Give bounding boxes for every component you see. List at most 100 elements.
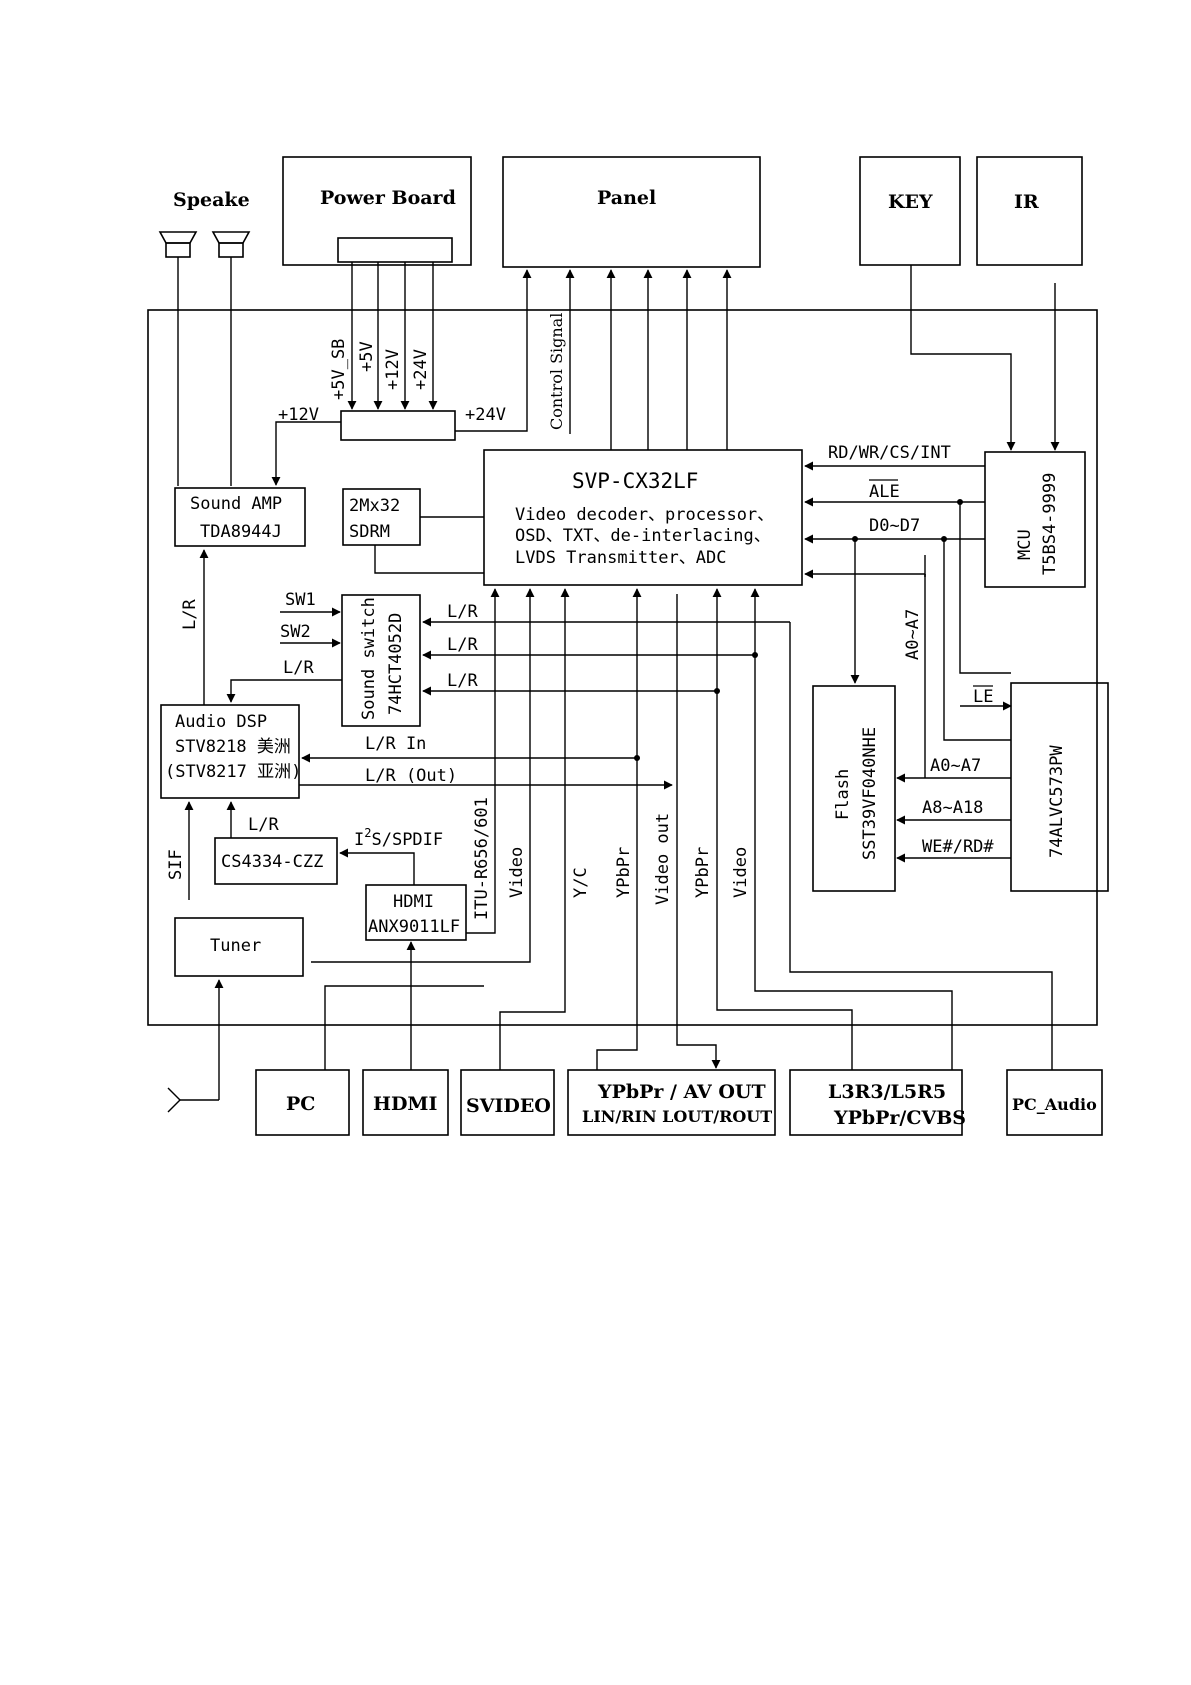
- connector-pc: PC: [255, 1069, 350, 1136]
- a0-a7-vertical-label: A0~A7: [903, 609, 923, 660]
- cs4334-label: CS4334-CZZ: [221, 852, 323, 872]
- connector-l3r3-line1: L3R3/L5R5: [828, 1081, 946, 1103]
- sw1-label: SW1: [285, 590, 316, 610]
- svp-title: SVP-CX32LF: [572, 469, 698, 493]
- flash: Flash SST39VF040NHE: [812, 685, 896, 892]
- ypbpr-1-label: YPbPr: [614, 847, 634, 898]
- we-rd-label: WE#/RD#: [922, 837, 994, 857]
- svp-line1: Video decoder、processor、: [515, 505, 774, 525]
- svp-line3: LVDS Transmitter、ADC: [515, 548, 726, 568]
- connector-hdmi: HDMI: [362, 1069, 449, 1136]
- speaker-group: Speake: [158, 189, 251, 258]
- video-2-label: Video: [731, 847, 751, 898]
- hdmi-chip: HDMI ANX9011LF: [365, 884, 467, 941]
- hdmi-chip-line2: ANX9011LF: [368, 917, 460, 937]
- sdram-line1: 2Mx32: [349, 496, 400, 516]
- sdram: 2Mx32 SDRM: [342, 488, 421, 546]
- power-wires: [271, 262, 532, 486]
- video-out-label: Video out: [653, 813, 673, 905]
- v24-right-label: +24V: [465, 405, 506, 425]
- connector-ypbpr-av-line2: LIN/RIN LOUT/ROUT: [582, 1107, 772, 1126]
- lr-to-dsp-label: L/R: [283, 658, 314, 678]
- v5-label: +5V: [357, 341, 377, 372]
- sound-amp-line2: TDA8944J: [200, 522, 282, 542]
- lr-cs-label: L/R: [248, 815, 279, 835]
- lr-amp-label: L/R: [180, 599, 200, 630]
- tuner: Tuner: [174, 917, 304, 977]
- latch-label: 74ALVC573PW: [1047, 745, 1067, 858]
- lr-in-label: L/R In: [365, 734, 426, 754]
- i2s-label: I2S/SPDIF: [354, 826, 443, 850]
- mcu-line2: T5BS4-9999: [1040, 473, 1060, 575]
- yc-label: Y/C: [571, 867, 591, 898]
- speaker-label: Speake: [173, 189, 250, 211]
- mcu-line1: MCU: [1015, 529, 1035, 560]
- mcu-svp-bus: [804, 461, 985, 579]
- panel-label: Panel: [597, 187, 656, 209]
- lr-switch-3-label: L/R: [447, 671, 478, 691]
- antenna-icon: [167, 979, 224, 1113]
- connector-l3r3-line2: YPbPr/CVBS: [833, 1107, 966, 1129]
- video-1-label: Video: [507, 847, 527, 898]
- svp-line2: OSD、TXT、de-interlacing、: [515, 526, 771, 546]
- sound-amp-line1: Sound AMP: [190, 494, 282, 514]
- rd-wr-label: RD/WR/CS/INT: [828, 443, 951, 463]
- power-board-label: Power Board: [320, 187, 456, 209]
- audio-dsp-line2: STV8218 美洲: [175, 737, 291, 757]
- connector-hdmi-label: HDMI: [373, 1093, 437, 1115]
- lr-out-label: L/R (Out): [365, 766, 457, 786]
- sound-switch: Sound switch 74HCT4052D: [341, 594, 421, 727]
- speaker-right-icon: [211, 231, 251, 258]
- mcu: MCU T5BS4-9999: [984, 451, 1086, 588]
- sif-label: SIF: [166, 849, 186, 880]
- svp-panel-links: [565, 269, 732, 450]
- audio-dsp: Audio DSP STV8218 美洲 (STV8217 亚洲): [160, 704, 301, 799]
- lr-switch-2-label: L/R: [447, 635, 478, 655]
- audio-dsp-line1: Audio DSP: [175, 712, 267, 732]
- svp-chip: SVP-CX32LF Video decoder、processor、 OSD、…: [483, 449, 803, 586]
- sound-amp: Sound AMP TDA8944J: [174, 487, 306, 547]
- connector-l3r3: L3R3/L5R5 YPbPr/CVBS: [789, 1069, 966, 1136]
- connector-ypbpr-av-line1: YPbPr / AV OUT: [597, 1081, 766, 1103]
- v5-sb-label: +5V_SB: [329, 339, 349, 400]
- sdram-line2: SDRM: [349, 522, 390, 542]
- tuner-label: Tuner: [210, 936, 261, 956]
- power-distribution-bar: [340, 410, 456, 441]
- a0-a7-label: A0~A7: [930, 756, 981, 776]
- power-board: Power Board: [282, 156, 472, 266]
- ypbpr-2-label: YPbPr: [693, 847, 713, 898]
- control-signal-label: Control Signal: [547, 313, 566, 430]
- connector-ypbpr-av: YPbPr / AV OUT LIN/RIN LOUT/ROUT: [567, 1069, 776, 1136]
- lr-switch-1-label: L/R: [447, 602, 478, 622]
- audio-dsp-line3: (STV8217 亚洲): [165, 762, 301, 782]
- le-label: LE: [973, 687, 993, 707]
- v12-label: +12V: [383, 349, 403, 390]
- ale-label: ALE: [869, 482, 900, 502]
- connector-svideo-label: SVIDEO: [466, 1095, 551, 1117]
- d0-d7-label: D0~D7: [869, 516, 920, 536]
- flash-line2: SST39VF040NHE: [860, 727, 880, 860]
- cs4334: CS4334-CZZ: [214, 837, 338, 885]
- sound-switch-line2: 74HCT4052D: [386, 613, 406, 715]
- connector-pc-label: PC: [286, 1093, 315, 1115]
- a8-a18-label: A8~A18: [922, 798, 983, 818]
- v24-label: +24V: [411, 349, 431, 390]
- flash-line1: Flash: [833, 769, 853, 820]
- connector-svideo: SVIDEO: [460, 1069, 555, 1136]
- itu-label: ITU-R656/601: [472, 797, 492, 920]
- latch: 74ALVC573PW: [1010, 682, 1109, 892]
- main-board-outline: [147, 309, 1098, 1026]
- speaker-left-icon: [158, 231, 198, 258]
- key-label: KEY: [888, 191, 933, 213]
- key-block: KEY: [859, 156, 961, 266]
- connector-pc-audio-label: PC_Audio: [1012, 1095, 1097, 1114]
- hdmi-chip-line1: HDMI: [393, 892, 434, 912]
- connector-pc-audio: PC_Audio: [1006, 1069, 1103, 1136]
- sound-switch-line1: Sound switch: [359, 597, 379, 720]
- video-paths: [311, 588, 1053, 1070]
- panel: Panel: [502, 156, 761, 268]
- ir-label: IR: [1014, 191, 1039, 213]
- sw2-label: SW2: [280, 622, 311, 642]
- v12-left-label: +12V: [278, 405, 319, 425]
